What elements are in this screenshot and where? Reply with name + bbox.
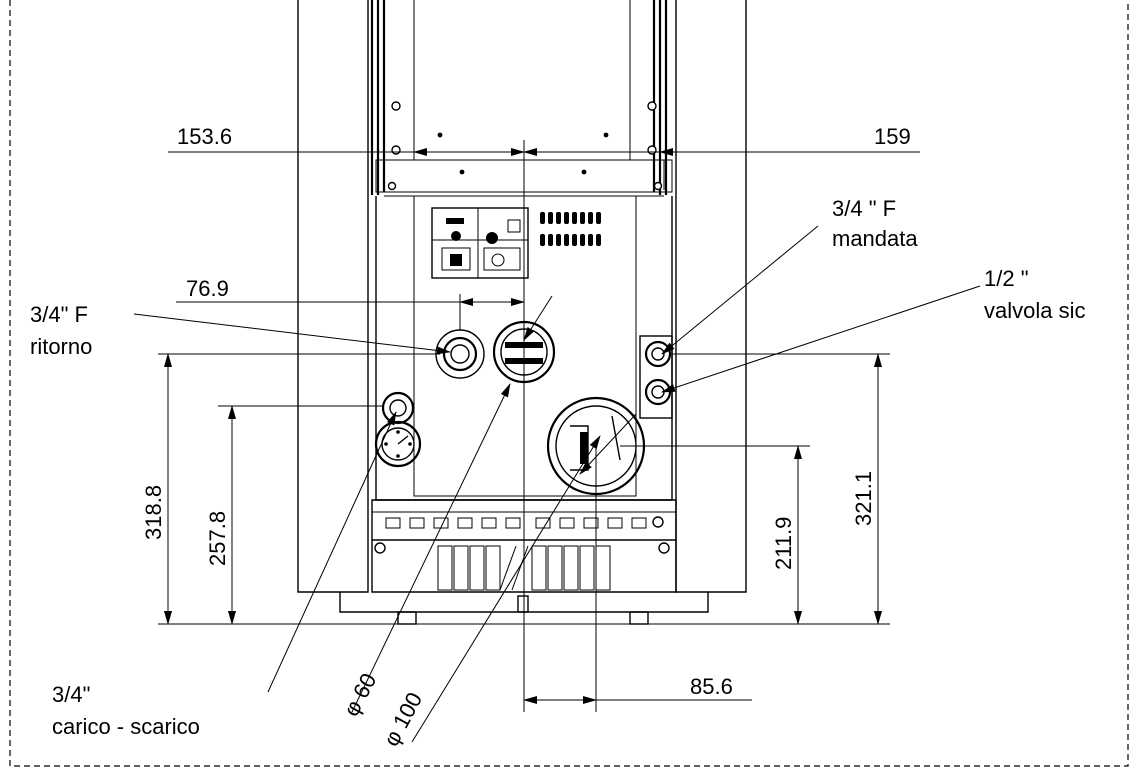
- carico-label-line2: carico - scarico: [52, 714, 200, 739]
- fitting-labels: 3/4 " F mandata 1/2 " valvola sic 3/4" F…: [30, 196, 1085, 739]
- ritorno-label-line1: 3/4" F: [30, 302, 88, 327]
- flow-fitting: [644, 340, 672, 368]
- dim-159: 159: [874, 124, 911, 149]
- fill-drain-fitting: [381, 391, 415, 425]
- dim-321-1: 321.1: [851, 471, 876, 526]
- valvola-label-line1: 1/2 ": [984, 266, 1029, 291]
- safety-valve-fitting: [644, 378, 672, 406]
- mandata-label-line1: 3/4 " F: [832, 196, 896, 221]
- dim-318-8: 318.8: [141, 485, 166, 540]
- dim-85-6: 85.6: [690, 674, 733, 699]
- pressure-gauge: [374, 420, 422, 468]
- diameter-60-label: φ 60: [338, 669, 381, 720]
- ritorno-label-line2: ritorno: [30, 334, 92, 359]
- drawing-frame: [9, 0, 1129, 767]
- mandata-label-line2: mandata: [832, 226, 918, 251]
- dim-76-9: 76.9: [186, 276, 229, 301]
- leader-lines: [133, 225, 981, 743]
- boiler-outline: [297, 0, 747, 625]
- dimension-texts: 153.6 159 76.9 85.6 318.8 257.8 211.9 32…: [141, 124, 911, 750]
- dim-153-6: 153.6: [177, 124, 232, 149]
- dimension-lines: [158, 140, 920, 712]
- return-fitting: [435, 329, 485, 379]
- valvola-label-line2: valvola sic: [984, 298, 1085, 323]
- dim-211-9: 211.9: [771, 517, 796, 570]
- carico-label-line1: 3/4": [52, 682, 90, 707]
- diameter-100-label: φ 100: [378, 688, 427, 750]
- dim-257-8: 257.8: [205, 511, 230, 566]
